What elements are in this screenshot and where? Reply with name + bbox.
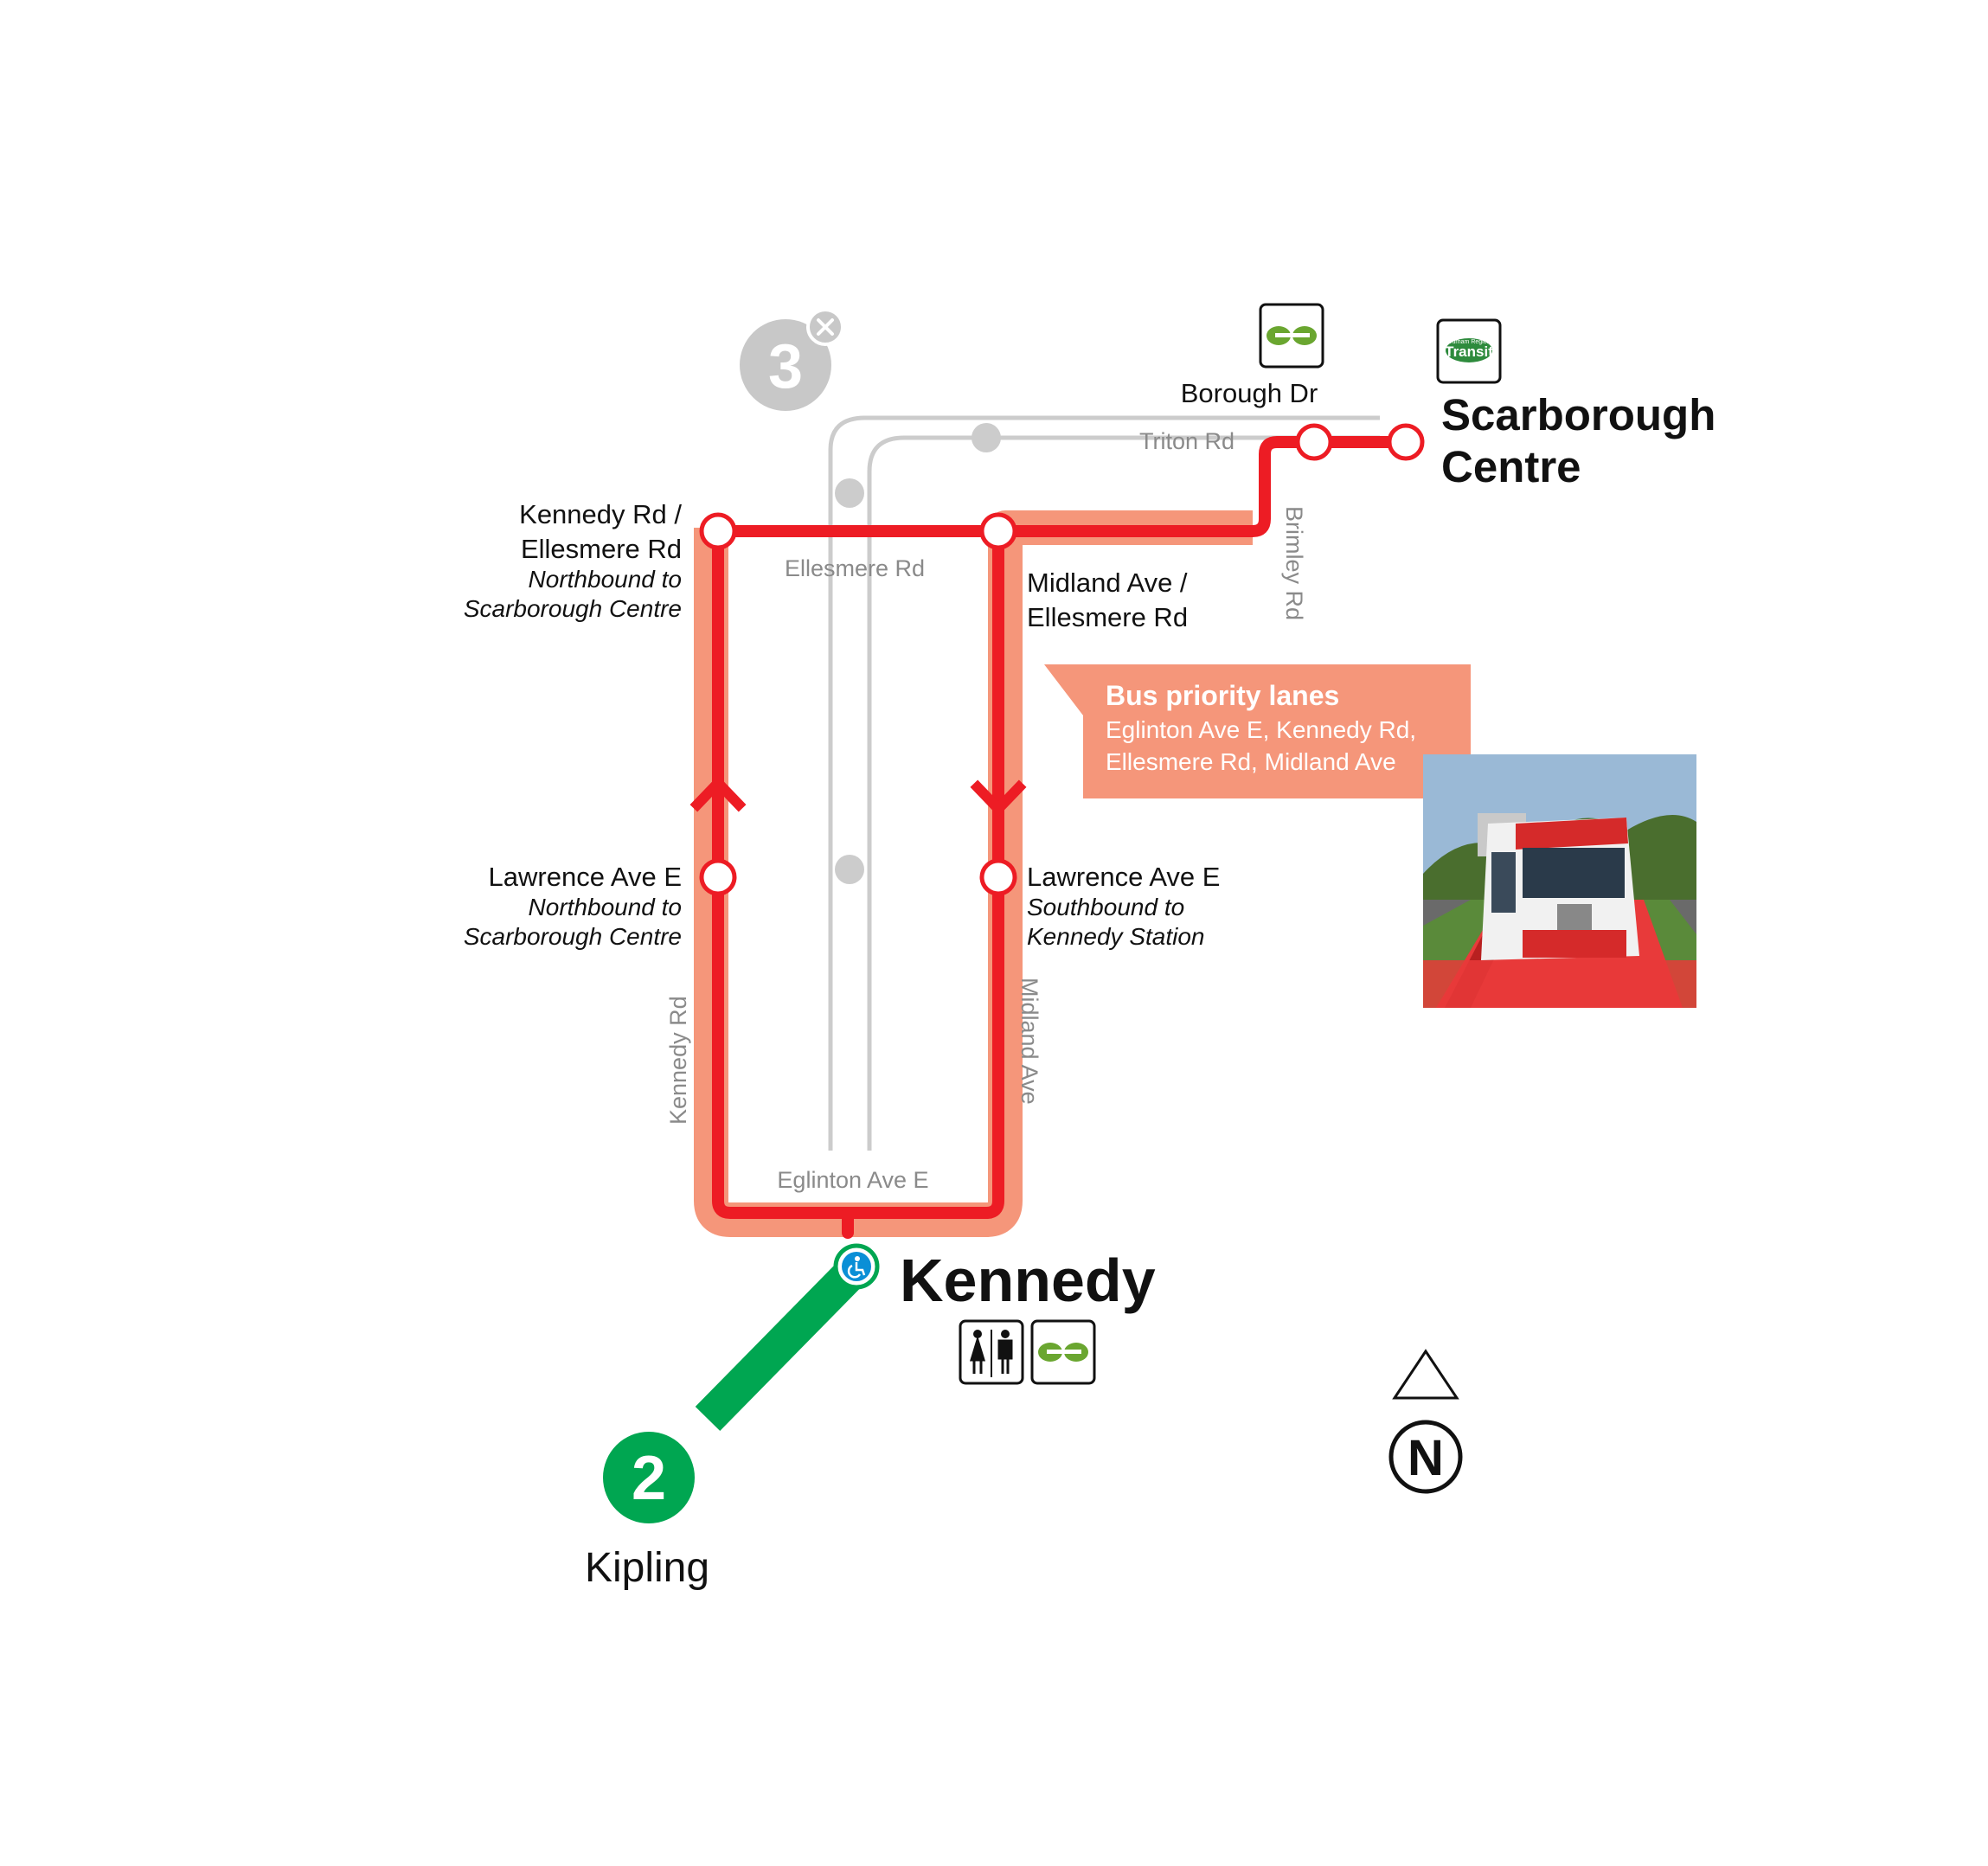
street-label-midland: Midland Ave bbox=[1016, 978, 1042, 1105]
line-3-station-dot bbox=[835, 855, 864, 884]
stop-direction-kennedy-ellesmere-2: Scarborough Centre bbox=[464, 595, 682, 622]
stop-direction-lawrence-east-2: Kennedy Station bbox=[1027, 923, 1205, 950]
stop-direction-kennedy-ellesmere-1: Northbound to bbox=[529, 566, 682, 593]
durham-icon-text-1: Durham Region bbox=[1447, 339, 1490, 345]
stop-label-kennedy-ellesmere-2: Ellesmere Rd bbox=[521, 534, 682, 564]
stop-kennedy-ellesmere[interactable] bbox=[699, 512, 737, 550]
route-northbound-segment bbox=[712, 525, 854, 1239]
north-label: N bbox=[1408, 1430, 1444, 1486]
bus-route-loop bbox=[712, 436, 1403, 1239]
photo-bus-roof bbox=[1516, 818, 1628, 850]
callout-line-2: Ellesmere Rd, Midland Ave bbox=[1106, 748, 1396, 775]
kennedy-station-marker[interactable] bbox=[833, 1243, 880, 1290]
washroom-icon-woman bbox=[969, 1335, 986, 1374]
washroom-icon-woman-head bbox=[973, 1330, 982, 1338]
go-icon-bar bbox=[1275, 333, 1310, 337]
line-3-badge: 3 bbox=[740, 308, 844, 411]
stop-label-midland-ellesmere-2: Ellesmere Rd bbox=[1027, 602, 1188, 632]
durham-transit-icon: Durham Region Transit bbox=[1436, 318, 1502, 384]
go-transit-icon-kennedy bbox=[1030, 1319, 1096, 1385]
stop-lawrence-west[interactable] bbox=[699, 858, 737, 896]
line-3-station-dot bbox=[972, 423, 1001, 452]
stop-midland-ellesmere[interactable] bbox=[979, 512, 1017, 550]
closed-x-mark bbox=[817, 318, 834, 336]
stop-label-kennedy-ellesmere-1: Kennedy Rd / bbox=[519, 499, 682, 529]
north-arrow-icon bbox=[1392, 1349, 1459, 1400]
north-arrow: N bbox=[1388, 1349, 1463, 1494]
durham-icon-text-2: Transit bbox=[1445, 343, 1493, 360]
stop-scarborough-centre[interactable] bbox=[1387, 423, 1425, 461]
line-2-roundel bbox=[603, 1432, 695, 1523]
stop-label-midland-ellesmere-1: Midland Ave / bbox=[1027, 567, 1188, 598]
street-label-ellesmere: Ellesmere Rd bbox=[785, 555, 925, 581]
route-southbound-segment bbox=[842, 525, 1004, 1219]
line-3-closed-corridor bbox=[828, 415, 1380, 1151]
stop-borough-dr[interactable] bbox=[1295, 423, 1333, 461]
route-ellesmere-segment bbox=[712, 436, 1403, 537]
line-3-station-dot bbox=[835, 478, 864, 508]
stop-lawrence-east[interactable] bbox=[979, 858, 1017, 896]
station-label-kennedy: Kennedy bbox=[900, 1247, 1156, 1314]
line-3-roundel bbox=[740, 319, 831, 411]
street-label-brimley: Brimley Rd bbox=[1281, 506, 1307, 620]
photo-bus-windshield bbox=[1523, 848, 1625, 898]
bus-photo bbox=[1423, 754, 1696, 1008]
washroom-icon-man bbox=[997, 1339, 1013, 1374]
stop-direction-lawrence-east-1: Southbound to bbox=[1027, 894, 1184, 920]
callout-box bbox=[1044, 664, 1471, 798]
stop-label-scarborough-centre-1: Scarborough bbox=[1441, 390, 1715, 439]
bus-priority-lane bbox=[694, 510, 1253, 1237]
line-2-terminus: Kipling bbox=[585, 1545, 709, 1591]
line-3-track-outer bbox=[828, 415, 1380, 1151]
stop-label-lawrence-east: Lawrence Ave E bbox=[1027, 862, 1220, 892]
north-compass-ring bbox=[1388, 1420, 1463, 1494]
route-stops bbox=[699, 423, 1425, 896]
northbound-arrow-icon bbox=[689, 775, 747, 812]
line-3-track-inner bbox=[867, 435, 1380, 1151]
bus-priority-callout: Bus priority lanes Eglinton Ave E, Kenne… bbox=[1044, 664, 1471, 798]
line-2-track bbox=[695, 1254, 869, 1432]
line-2-number: 2 bbox=[632, 1444, 666, 1513]
street-label-eglinton: Eglinton Ave E bbox=[777, 1167, 928, 1193]
go-transit-icon bbox=[1259, 303, 1324, 369]
callout-line-1: Eglinton Ave E, Kennedy Rd, bbox=[1106, 716, 1416, 743]
street-label-triton: Triton Rd bbox=[1139, 428, 1234, 454]
southbound-arrow-icon bbox=[970, 779, 1027, 817]
photo-bus-bumper bbox=[1523, 930, 1626, 958]
photo-bus-bike-rack bbox=[1557, 904, 1592, 930]
durham-icon-leaf bbox=[1446, 338, 1492, 362]
washroom-icon bbox=[959, 1319, 1024, 1385]
line-3-closed-stations bbox=[835, 423, 1001, 884]
accessible-icon-figure bbox=[847, 1262, 866, 1279]
line-3-number: 3 bbox=[768, 332, 803, 401]
line-2-badge: 2 bbox=[603, 1432, 695, 1523]
washroom-icon-man-head bbox=[1001, 1330, 1010, 1338]
stop-direction-lawrence-west-2: Scarborough Centre bbox=[464, 923, 682, 950]
accessible-icon-head bbox=[855, 1256, 860, 1261]
stop-label-scarborough-centre-2: Centre bbox=[1441, 442, 1581, 491]
stop-direction-lawrence-west-1: Northbound to bbox=[529, 894, 682, 920]
stop-label-lawrence-west: Lawrence Ave E bbox=[489, 862, 682, 892]
photo-lane-foreground bbox=[1423, 960, 1696, 1008]
callout-title: Bus priority lanes bbox=[1106, 680, 1339, 711]
stop-label-borough-dr: Borough Dr bbox=[1181, 378, 1318, 408]
go-icon-bar-kennedy bbox=[1047, 1350, 1081, 1354]
photo-bus-side-window bbox=[1491, 852, 1516, 913]
street-label-kennedy-rd: Kennedy Rd bbox=[665, 996, 691, 1125]
